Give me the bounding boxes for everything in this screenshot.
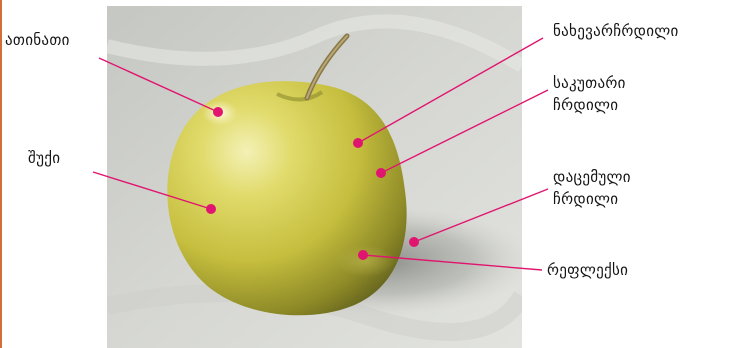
apple-photo <box>107 6 522 348</box>
left-margin-rule <box>0 0 2 348</box>
label-cast-shadow: დაცემული ჩრდილი <box>553 166 631 210</box>
label-reflex: რეფლექსი <box>547 259 628 281</box>
label-highlight-text: ათინათი <box>5 29 70 51</box>
label-cast-shadow-line-2: ჩრდილი <box>553 188 631 210</box>
label-own-shadow-line-2: ჩრდილი <box>553 94 626 116</box>
label-light-text: შუქი <box>28 147 60 169</box>
label-own-shadow-line-1: საკუთარი <box>553 72 626 94</box>
label-halftone: ნახევარჩრდილი <box>553 20 679 42</box>
label-cast-shadow-line-1: დაცემული <box>553 166 631 188</box>
label-light: შუქი <box>28 147 60 169</box>
label-halftone-text: ნახევარჩრდილი <box>553 20 679 42</box>
label-highlight: ათინათი <box>5 29 70 51</box>
label-own-shadow: საკუთარი ჩრდილი <box>553 72 626 116</box>
label-reflex-text: რეფლექსი <box>547 259 628 281</box>
